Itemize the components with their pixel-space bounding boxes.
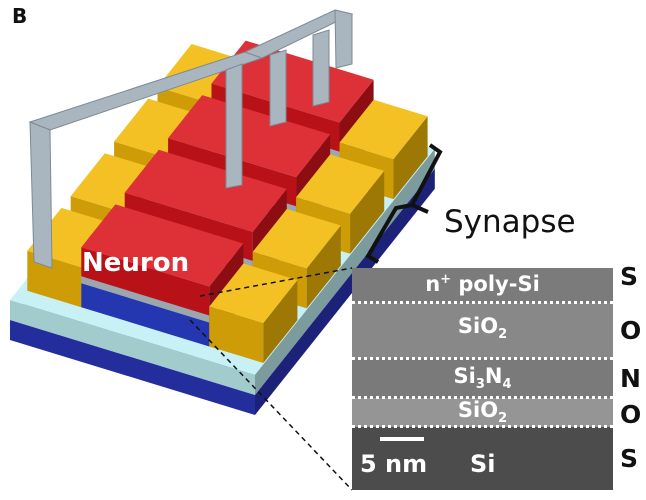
synapse-label: Synapse <box>444 204 576 240</box>
layer-si3n4 <box>352 359 613 398</box>
device-1-gate-stack-front <box>81 276 210 323</box>
neuron-label: Neuron <box>82 248 190 278</box>
device-2-gate-top <box>124 149 287 232</box>
device-2-source-pad-top <box>70 153 159 213</box>
wire-pillar-3 <box>312 29 330 107</box>
layer-sio2-top <box>352 303 613 359</box>
sonos-letter: O <box>620 400 642 429</box>
sonos-letter: N <box>620 364 641 393</box>
layer-poly-si <box>352 268 613 303</box>
device-4-drain-pad-top <box>339 99 428 160</box>
device-2-drain-pad-side <box>306 225 341 309</box>
tem-label-poly-si: n+ poly-Si <box>425 272 540 296</box>
tem-image: n+ poly-Si SiO2 Si3N4 SiO2 5 nm Si <box>352 268 613 490</box>
interface-line <box>352 425 613 428</box>
device-1-source-pad-front <box>27 250 82 308</box>
device-1-drain-pad-front <box>209 306 264 363</box>
wire-neuron-pillar <box>29 121 53 269</box>
substrate-base-side <box>255 168 435 415</box>
scale-bar-label: 5 nm <box>360 450 428 478</box>
device-2-drain-pad-top <box>252 208 341 269</box>
scale-bar <box>380 437 424 441</box>
tem-label-si: Si <box>470 450 496 478</box>
interface-line <box>352 396 613 399</box>
device-3-source-pad-top <box>114 98 203 159</box>
device-4-drain-pad-side <box>393 116 428 200</box>
wire-pillar-1 <box>225 63 243 189</box>
substrate-base-front <box>10 320 255 415</box>
zoom-guide-line <box>199 267 353 297</box>
tem-label-sio2: SiO2 <box>457 398 508 427</box>
sonos-letter: O <box>620 316 642 345</box>
sonos-letter: S <box>620 444 639 473</box>
wire-pillar-2 <box>269 49 287 127</box>
device-1-channel-front <box>81 283 210 347</box>
device-3-drain-pad-side <box>350 170 385 254</box>
device-3-gate-top <box>168 95 331 178</box>
zoom-guide-line <box>189 319 353 491</box>
device-3-drain-pad-top <box>296 154 385 214</box>
substrate-oxide-front <box>10 300 255 395</box>
interface-line <box>352 301 613 304</box>
tem-label-sio2: SiO2 <box>457 314 508 343</box>
layer-sio2-bottom <box>352 398 613 427</box>
sonos-letter: S <box>620 262 639 291</box>
panel-label: B <box>12 4 28 28</box>
wire-pillar-4 <box>334 9 353 69</box>
interface-line <box>352 357 613 360</box>
device-1-drain-pad-top <box>209 263 298 323</box>
device-1-gate-front <box>81 247 210 316</box>
synapse-bracket <box>365 143 443 264</box>
device-1-drain-pad-side <box>263 280 298 363</box>
device-1-gate-top <box>81 204 244 287</box>
tem-label-si3n4: Si3N4 <box>453 364 512 393</box>
substrate-oxide-side <box>255 148 435 395</box>
